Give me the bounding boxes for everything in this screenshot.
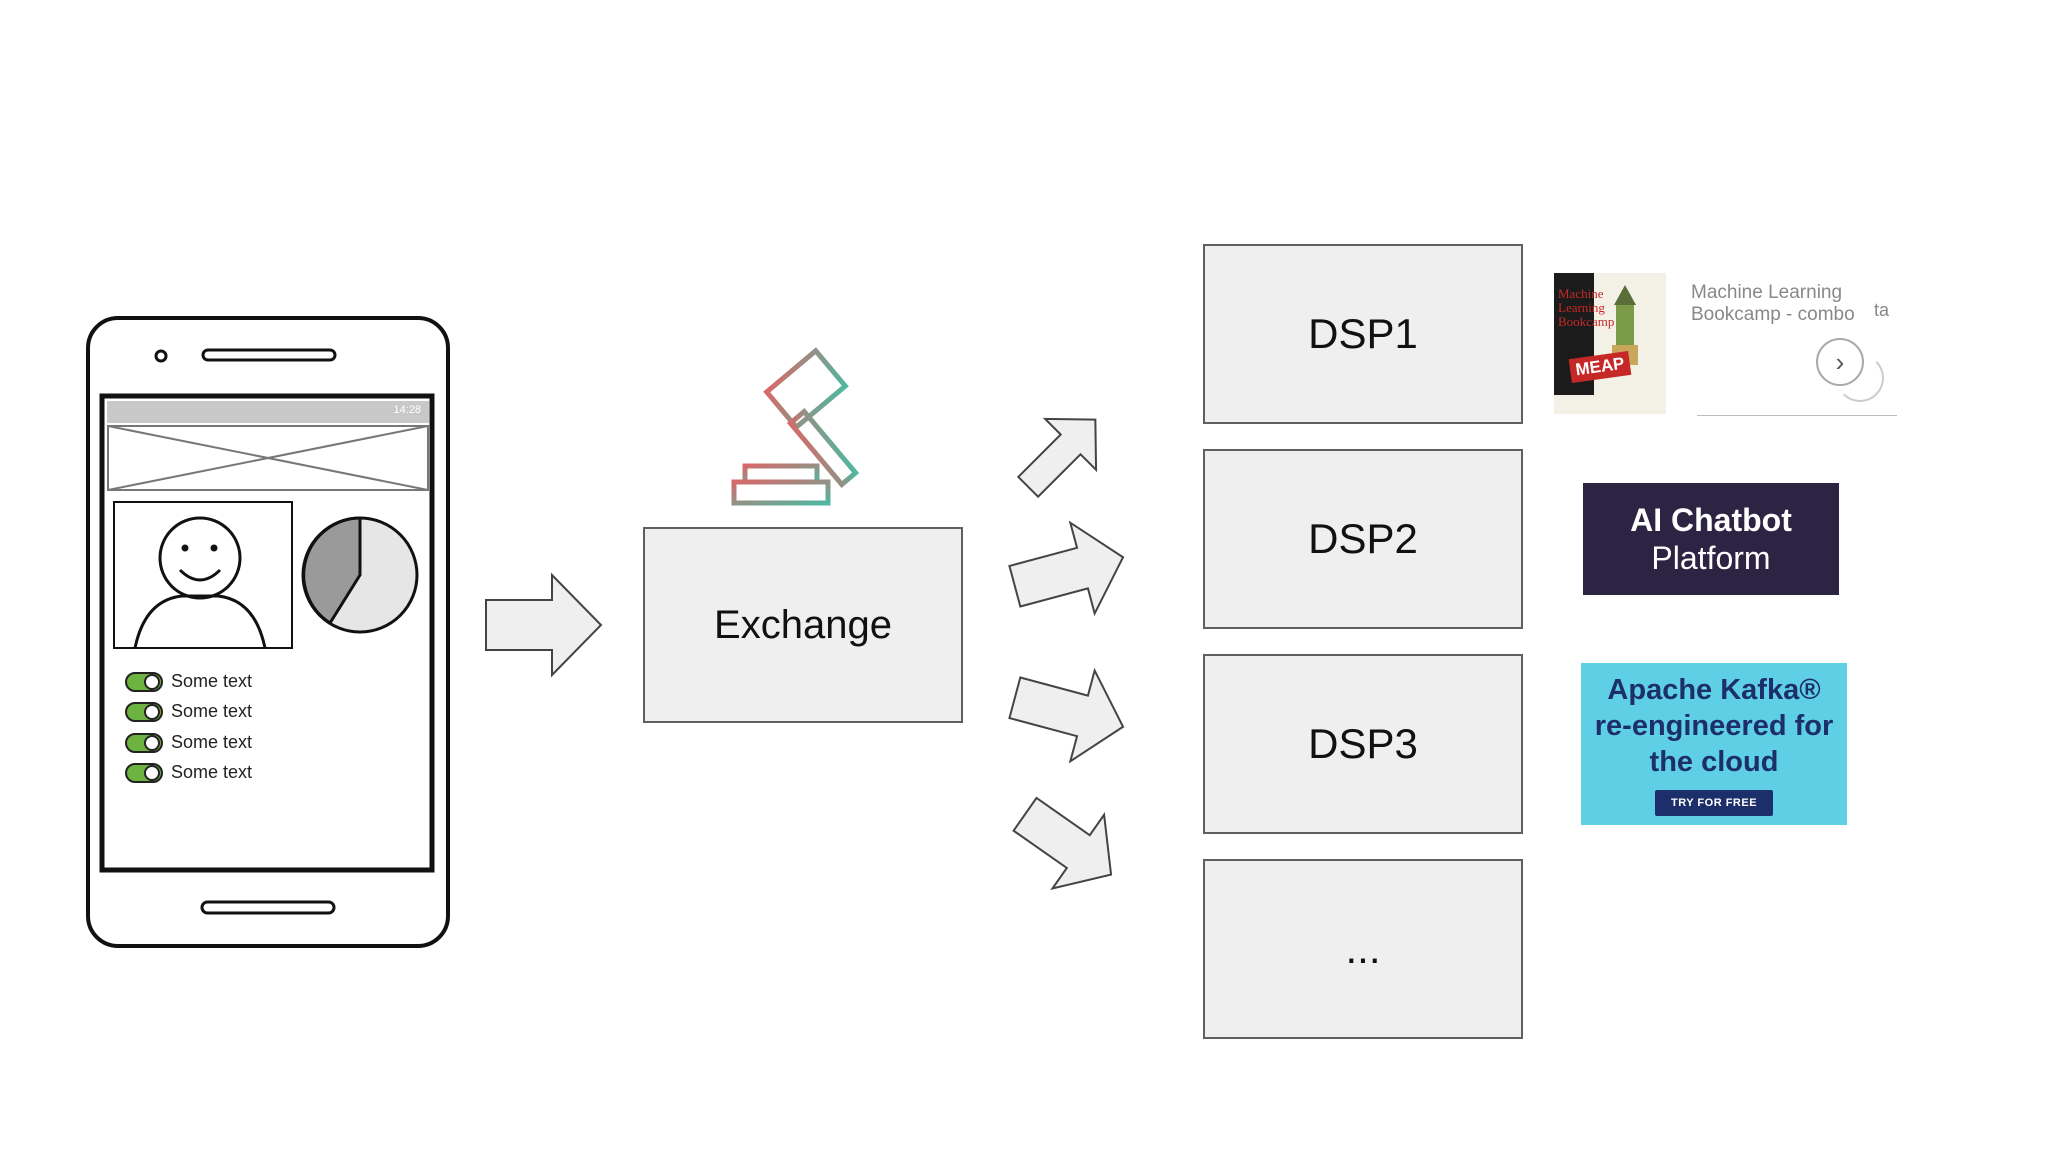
toggle-label: Some text	[171, 671, 253, 691]
toggle-row[interactable]: Some text	[125, 732, 252, 753]
gavel-icon	[731, 347, 860, 506]
ad2-subtitle: Platform	[1651, 540, 1771, 576]
dsp2-box: DSP2	[1203, 449, 1523, 629]
dsp-label: DSP2	[1308, 515, 1418, 562]
dsp-more-box: ...	[1203, 859, 1523, 1039]
phone-camera	[154, 349, 168, 363]
next-button-shadow	[1836, 354, 1884, 402]
arrow-to-dsp1	[1016, 417, 1098, 499]
exchange-label: Exchange	[714, 602, 892, 647]
toggle-row[interactable]: Some text	[125, 671, 252, 692]
dsp-label: DSP1	[1308, 310, 1418, 357]
next-arrow-button[interactable]: ›	[1816, 338, 1864, 386]
phone-status-bar: 14:28	[107, 401, 429, 423]
ad1-extra-text: ta	[1874, 300, 1890, 320]
arrow-to-dsp2	[1008, 520, 1125, 617]
book-title: Machine Learning Bookcamp	[1558, 286, 1615, 329]
toggle-switch[interactable]	[125, 732, 163, 753]
toggle-switch[interactable]	[125, 762, 163, 783]
toggle-row[interactable]: Some text	[125, 762, 252, 783]
ad3-headline: Apache Kafka® re-engineered for the clou…	[1594, 674, 1834, 778]
ad2-title: AI Chatbot	[1630, 502, 1792, 538]
toggle-label: Some text	[171, 701, 253, 721]
dsp1-box: DSP1	[1203, 244, 1523, 424]
ad-ai-chatbot[interactable]: AI Chatbot Platform	[1583, 483, 1839, 595]
avatar-person-icon	[133, 516, 267, 649]
ad1-caption[interactable]: Machine Learning Bookcamp - combo	[1691, 282, 1855, 326]
arrow-to-dsp3	[1008, 667, 1125, 764]
dsp-label: ...	[1345, 925, 1381, 972]
ad1-divider	[1697, 415, 1897, 416]
phone-home-button	[200, 900, 336, 915]
toggle-label: Some text	[171, 732, 253, 752]
exchange-box: Exchange	[643, 527, 963, 723]
phone-speaker	[201, 348, 337, 362]
arrow-phone-to-exchange	[485, 572, 603, 678]
status-time: 14:28	[393, 404, 421, 416]
toggle-row[interactable]: Some text	[125, 701, 252, 722]
arrow-to-dsp4	[1012, 796, 1113, 891]
ad1-caption-line2: Bookcamp - combo	[1691, 304, 1855, 325]
toggle-switch[interactable]	[125, 671, 163, 692]
ad-apache-kafka[interactable]: Apache Kafka® re-engineered for the clou…	[1581, 663, 1847, 825]
chevron-right-icon: ›	[1835, 346, 1845, 377]
ad1-caption-line1: Machine Learning	[1691, 282, 1843, 303]
dsp3-box: DSP3	[1203, 654, 1523, 834]
try-for-free-button[interactable]: TRY FOR FREE	[1654, 790, 1774, 816]
dsp-label: DSP3	[1308, 720, 1418, 767]
book-cover-image[interactable]: Machine Learning Bookcamp MEAP	[1554, 273, 1666, 414]
toggle-label: Some text	[171, 762, 253, 782]
toggle-switch[interactable]	[125, 701, 163, 722]
pie-chart-icon	[301, 516, 419, 634]
